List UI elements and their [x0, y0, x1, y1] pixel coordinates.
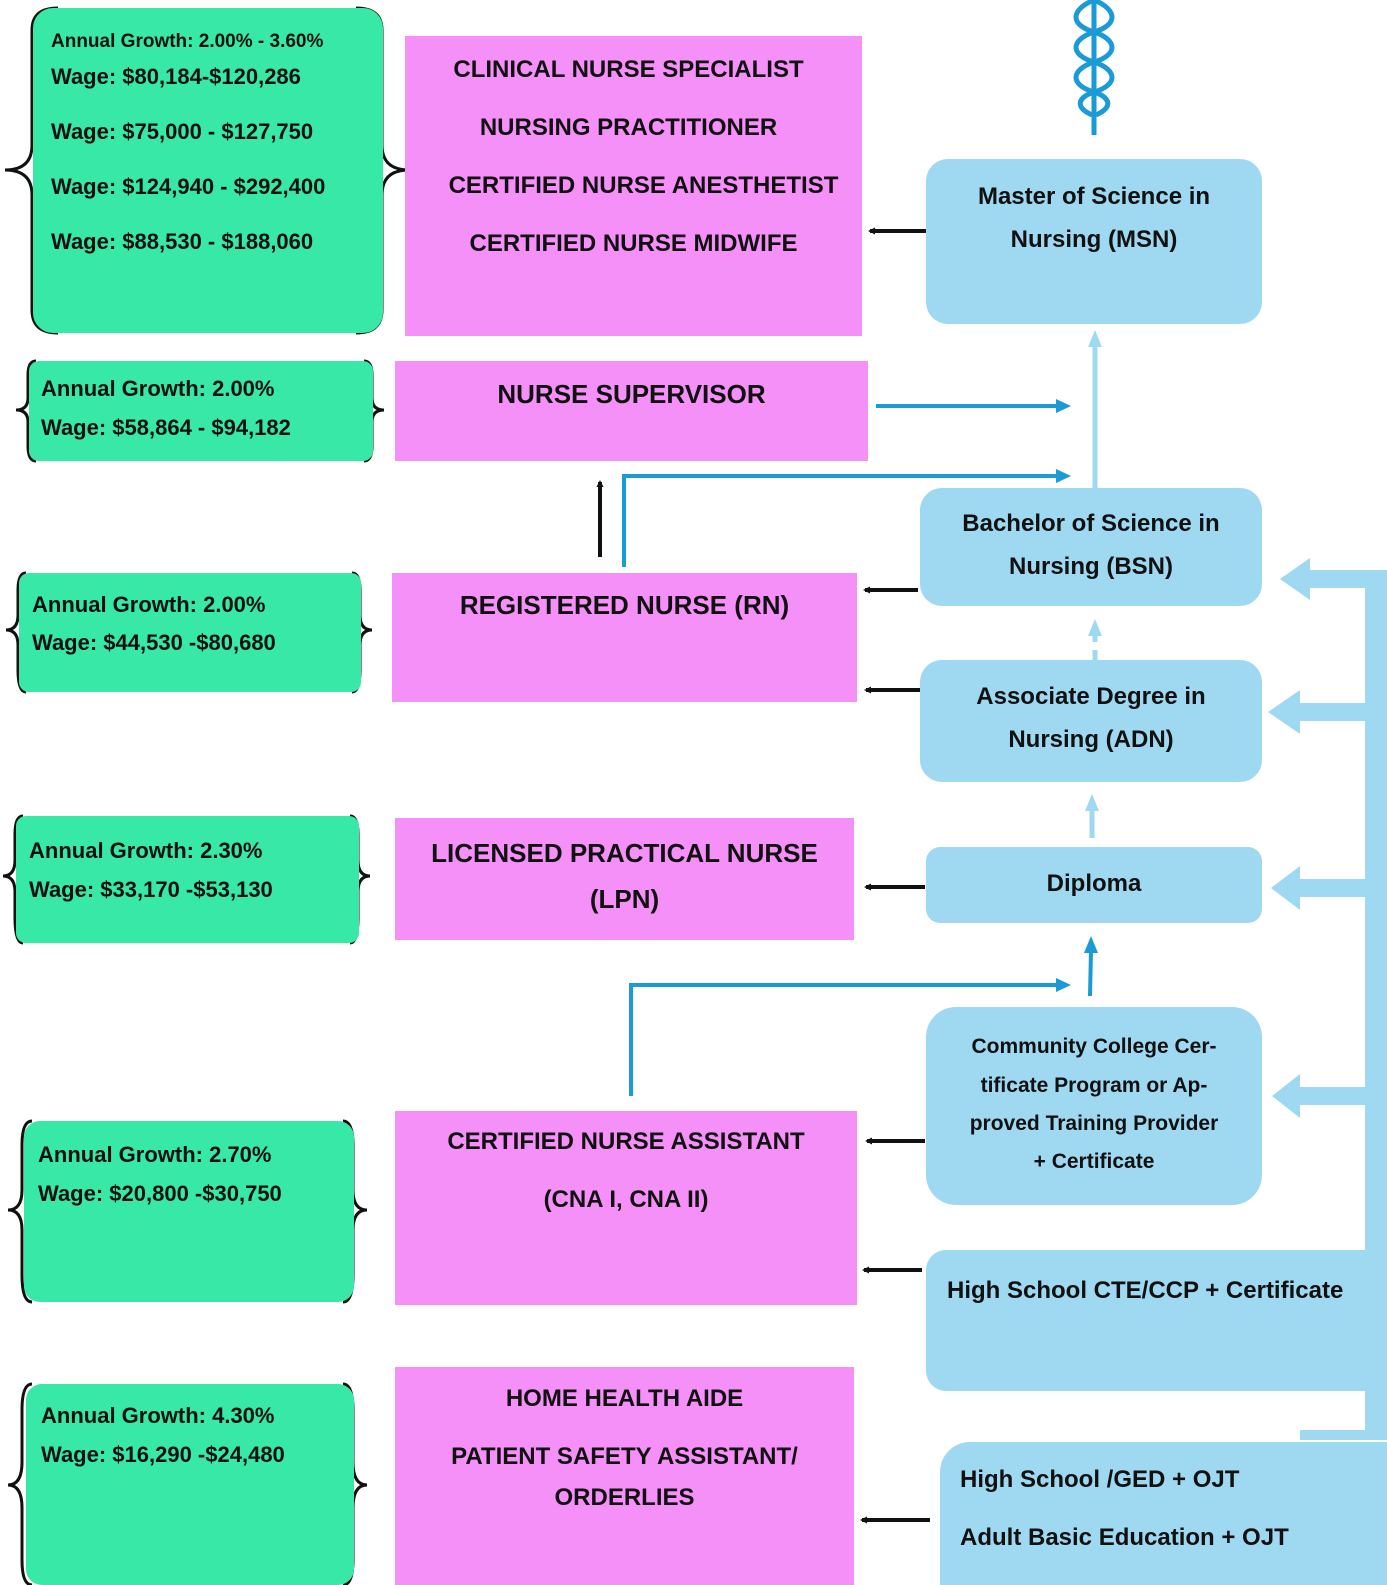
- entry-connector: [1268, 558, 1387, 1440]
- wage-growth: Annual Growth: 2.00%: [32, 592, 266, 617]
- education-label: Diploma: [1046, 870, 1142, 897]
- wage-box-nurse-supervisor: Annual Growth: 2.00% Wage: $58,864 - $94…: [29, 361, 373, 461]
- curly-brace-icon: [5, 571, 27, 694]
- caduceus-icon: [1073, 0, 1115, 135]
- wage-growth: Annual Growth: 4.30%: [41, 1403, 275, 1428]
- career-title: ORDERLIES: [554, 1484, 695, 1511]
- career-title: HOME HEALTH AIDE: [505, 1385, 744, 1412]
- education-label: Master of Science in: [977, 183, 1211, 210]
- wage-box-home-health: Annual Growth: 4.30% Wage: $16,290 -$24,…: [26, 1384, 354, 1585]
- career-title: NURSE SUPERVISOR: [497, 379, 766, 409]
- career-box-lpn: LICENSED PRACTICAL NURSE (LPN): [395, 818, 854, 940]
- arrow-right-icon: [622, 474, 1058, 567]
- education-label: Bachelor of Science in: [962, 510, 1220, 537]
- career-title: CERTIFIED NURSE ASSISTANT: [447, 1128, 805, 1155]
- arrow-up-icon: [1084, 936, 1098, 997]
- curly-brace-icon: [7, 1382, 33, 1585]
- arrow-up-icon: [1088, 619, 1102, 660]
- education-box-bsn: Bachelor of Science in Nursing (BSN): [920, 488, 1262, 606]
- education-label: High School /GED + OJT: [960, 1466, 1240, 1493]
- wage-range: Wage: $33,170 -$53,130: [29, 877, 273, 902]
- wage-range: Wage: $88,530 - $188,060: [51, 229, 314, 254]
- education-box-adn: Associate Degree in Nursing (ADN): [920, 660, 1262, 782]
- wage-range: Wage: $124,940 - $292,400: [51, 174, 326, 199]
- education-box-diploma: Diploma: [926, 847, 1262, 923]
- education-box-community-college: Community College Cer- tificate Program …: [926, 1007, 1262, 1205]
- arrow-up-icon: [1085, 794, 1099, 838]
- arrow-up-icon: [1088, 330, 1102, 488]
- career-title: CERTIFIED NURSE MIDWIFE: [469, 230, 798, 257]
- career-box-advanced-practice: CLINICAL NURSE SPECIALIST NURSING PRACTI…: [405, 36, 862, 336]
- wage-growth: Annual Growth: 2.70%: [38, 1142, 272, 1167]
- wage-box-cna: Annual Growth: 2.70% Wage: $20,800 -$30,…: [24, 1121, 354, 1302]
- education-box-high-school-cte: High School CTE/CCP + Certificate: [926, 1250, 1387, 1391]
- wage-range: Wage: $80,184-$120,286: [51, 64, 301, 89]
- education-label: Nursing (MSN): [1010, 226, 1178, 253]
- wage-box-advanced-practice: Annual Growth: 2.00% - 3.60% Wage: $80,1…: [33, 8, 383, 333]
- career-title: (CNA I, CNA II): [543, 1186, 709, 1213]
- career-title: NURSING PRACTITIONER: [479, 114, 778, 141]
- education-label: Nursing (ADN): [1008, 726, 1174, 753]
- education-box-high-school-ged: High School /GED + OJT Adult Basic Educa…: [940, 1442, 1387, 1585]
- career-title: REGISTERED NURSE (RN): [459, 590, 790, 620]
- wage-range: Wage: $20,800 -$30,750: [38, 1181, 282, 1206]
- wage-box-registered-nurse: Annual Growth: 2.00% Wage: $44,530 -$80,…: [19, 573, 361, 692]
- education-label: proved Training Provider: [969, 1112, 1219, 1135]
- wage-growth: Annual Growth: 2.00% - 3.60%: [51, 31, 324, 52]
- curly-brace-icon: [2, 814, 24, 945]
- curly-brace-icon: [7, 1119, 33, 1304]
- career-title: CERTIFIED NURSE ANESTHETIST: [448, 172, 839, 199]
- career-box-nurse-supervisor: NURSE SUPERVISOR: [395, 361, 868, 461]
- wage-range: Wage: $75,000 - $127,750: [51, 119, 314, 144]
- wage-range: Wage: $16,290 -$24,480: [41, 1442, 285, 1467]
- wage-range: Wage: $44,530 -$80,680: [32, 630, 276, 655]
- career-title: PATIENT SAFETY ASSISTANT/: [451, 1443, 798, 1470]
- education-label: Community College Cer-: [971, 1035, 1217, 1058]
- career-box-cna: CERTIFIED NURSE ASSISTANT (CNA I, CNA II…: [395, 1111, 857, 1305]
- education-box-msn: Master of Science in Nursing (MSN): [926, 159, 1262, 324]
- career-title: LICENSED PRACTICAL NURSE: [431, 838, 818, 868]
- wage-growth: Annual Growth: 2.30%: [29, 838, 263, 863]
- wage-growth: Annual Growth: 2.00%: [41, 376, 275, 401]
- career-title: CLINICAL NURSE SPECIALIST: [453, 56, 804, 83]
- education-label: Nursing (BSN): [1009, 553, 1173, 580]
- education-label: Adult Basic Education + OJT: [960, 1524, 1289, 1551]
- education-label: + Certificate: [1033, 1150, 1155, 1173]
- wage-range: Wage: $58,864 - $94,182: [41, 415, 291, 440]
- arrow-right-icon: [629, 983, 1058, 1096]
- career-box-registered-nurse: REGISTERED NURSE (RN): [392, 573, 857, 702]
- education-label: tificate Program or Ap-: [980, 1074, 1208, 1097]
- wage-box-lpn: Annual Growth: 2.30% Wage: $33,170 -$53,…: [16, 816, 359, 943]
- career-box-home-health: HOME HEALTH AIDE PATIENT SAFETY ASSISTAN…: [395, 1367, 854, 1585]
- curly-brace-icon: [15, 359, 37, 463]
- career-title: (LPN): [589, 884, 660, 914]
- education-label: Associate Degree in: [976, 683, 1206, 710]
- education-label: High School CTE/CCP + Certificate: [947, 1277, 1344, 1304]
